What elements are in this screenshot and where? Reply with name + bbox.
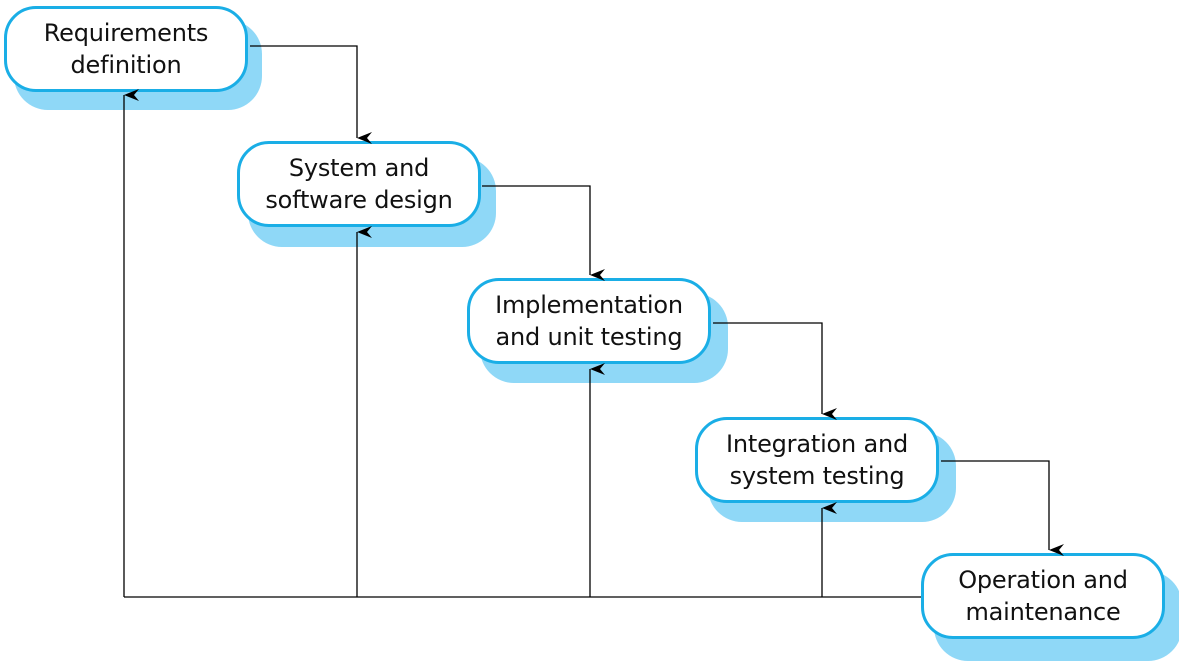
stage-label: Operation and maintenance <box>958 564 1128 628</box>
stage-label-line: maintenance <box>965 598 1121 626</box>
stage-label-line: and unit testing <box>495 323 683 351</box>
stage-implementation-unit-testing: Implementation and unit testing <box>467 278 711 364</box>
stage-integration-system-testing: Integration and system testing <box>695 417 939 503</box>
stage-label: Integration and system testing <box>726 428 908 492</box>
stage-label-line: Operation and <box>958 566 1128 594</box>
stage-label: Implementation and unit testing <box>495 289 683 353</box>
flow-arrow-2-to-3 <box>482 185 605 281</box>
stage-label-line: system testing <box>729 462 905 490</box>
stage-requirements-definition: Requirements definition <box>4 6 248 92</box>
flow-arrow-3-to-4 <box>713 322 837 420</box>
stage-system-software-design: System and software design <box>237 141 481 227</box>
stage-label-line: Requirements <box>43 19 209 47</box>
stage-label-line: System and <box>288 154 430 182</box>
stage-label: Requirements definition <box>43 17 209 81</box>
stage-label-line: definition <box>70 51 182 79</box>
stage-label: System and software design <box>265 152 453 216</box>
stage-operation-maintenance: Operation and maintenance <box>921 553 1165 639</box>
flow-arrow-1-to-2 <box>250 45 372 144</box>
stage-label-line: Integration and <box>725 430 909 458</box>
stage-label-line: software design <box>265 186 453 214</box>
flow-arrow-4-to-5 <box>941 460 1064 556</box>
stage-label-line: Implementation <box>495 291 683 319</box>
